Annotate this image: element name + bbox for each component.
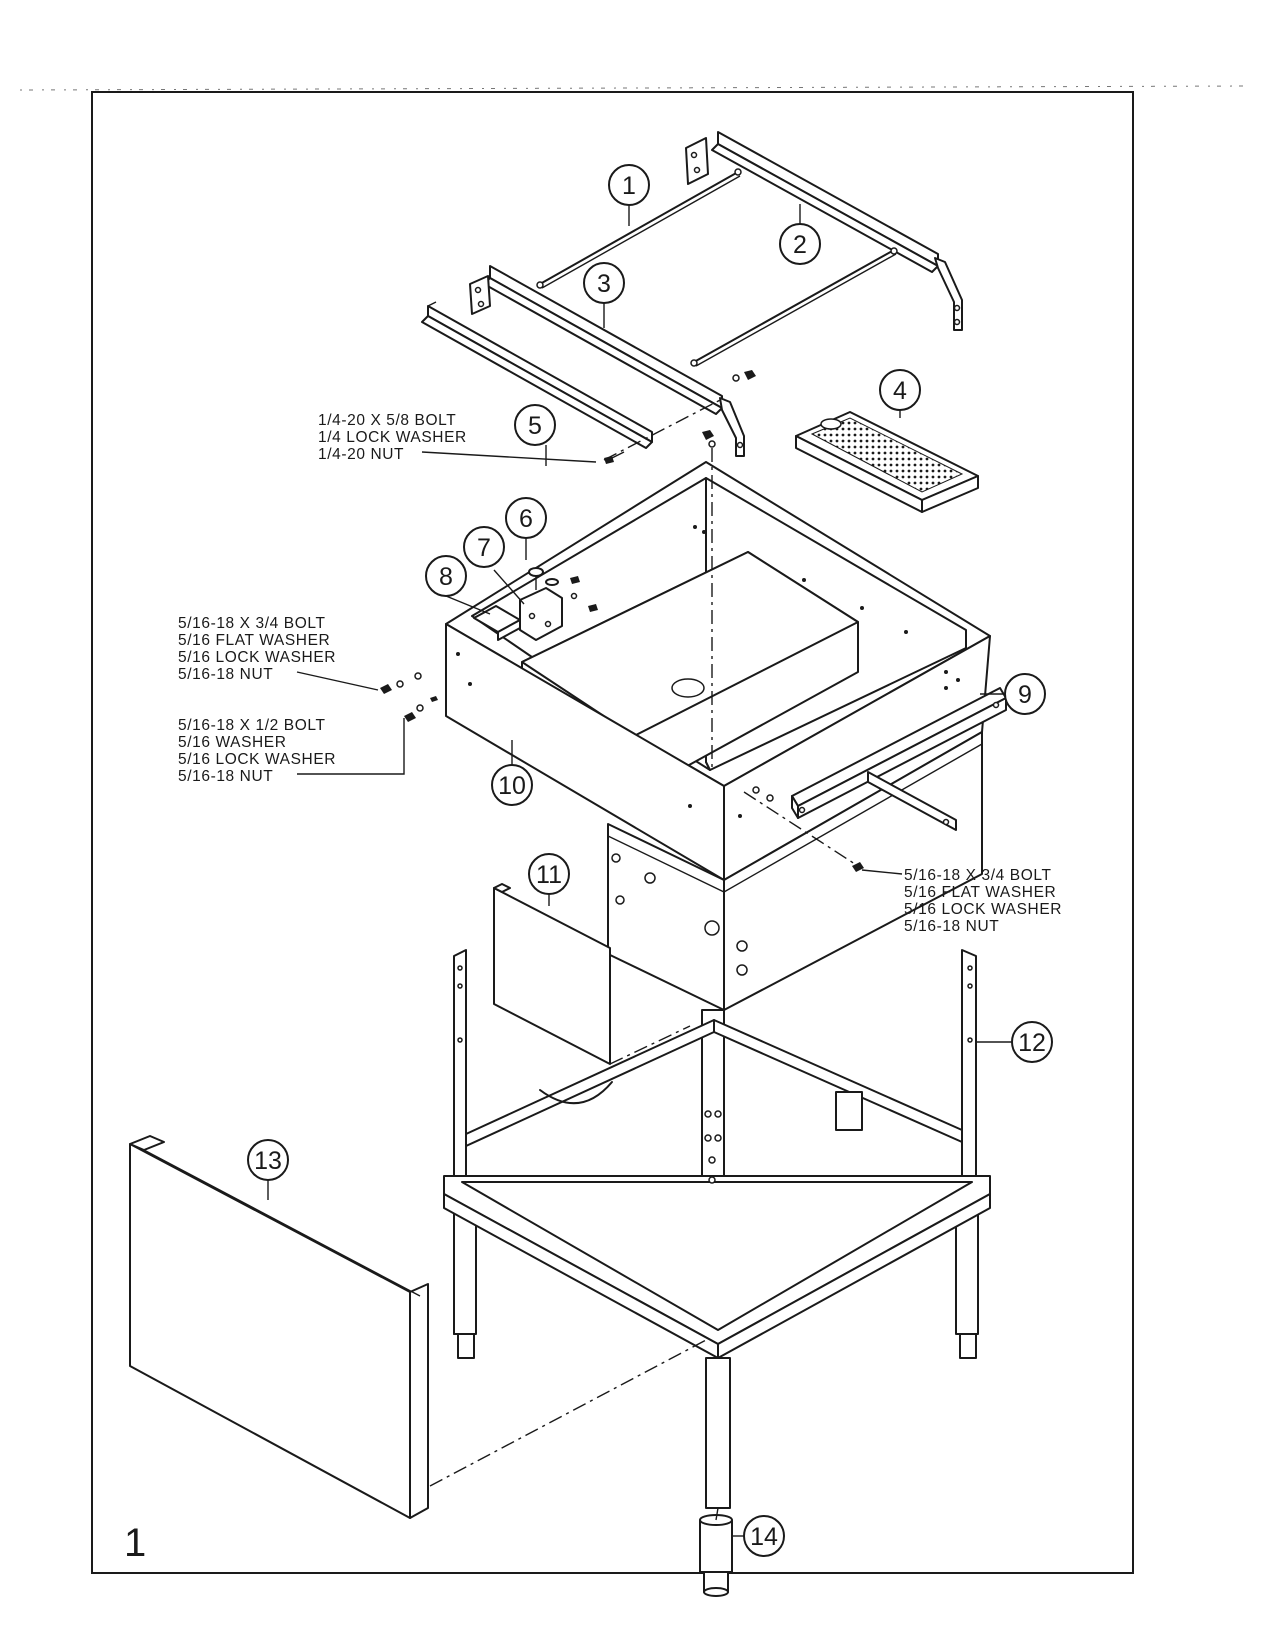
svg-text:5/16 LOCK WASHER: 5/16 LOCK WASHER — [178, 751, 336, 768]
part-4-screen-tray — [795, 411, 979, 513]
svg-text:5/16 WASHER: 5/16 WASHER — [178, 734, 287, 751]
part-2-rear-rail — [685, 131, 963, 331]
balloon-5: 5 — [514, 404, 556, 446]
svg-text:5/16-18 X 1/2 BOLT: 5/16-18 X 1/2 BOLT — [178, 717, 326, 734]
svg-text:8: 8 — [439, 563, 453, 591]
part-5-front-angle — [421, 301, 653, 449]
balloon-14: 14 — [743, 1515, 785, 1557]
part-1-cross-rods — [536, 168, 898, 367]
leaders — [267, 204, 1012, 1537]
balloon-12: 12 — [1011, 1021, 1053, 1063]
svg-text:1/4-20 NUT: 1/4-20 NUT — [318, 446, 404, 463]
svg-text:3: 3 — [597, 270, 611, 298]
svg-text:5/16 FLAT WASHER: 5/16 FLAT WASHER — [904, 884, 1056, 901]
svg-text:5/16 FLAT WASHER: 5/16 FLAT WASHER — [178, 632, 330, 649]
balloon-4: 4 — [879, 369, 921, 411]
svg-text:5/16 LOCK WASHER: 5/16 LOCK WASHER — [904, 901, 1062, 918]
svg-text:10: 10 — [498, 772, 526, 800]
balloon-7: 7 — [463, 526, 505, 568]
note-left-hardware-a: 5/16-18 X 3/4 BOLT 5/16 FLAT WASHER 5/16… — [178, 615, 336, 683]
svg-text:2: 2 — [793, 231, 807, 259]
part-11-side-panel — [493, 883, 611, 1065]
note-top-hardware: 1/4-20 X 5/8 BOLT 1/4 LOCK WASHER 1/4-20… — [318, 412, 467, 463]
balloon-2: 2 — [779, 223, 821, 265]
svg-text:11: 11 — [536, 861, 562, 889]
part-12-stand-frame — [443, 949, 991, 1509]
svg-text:5/16-18 NUT: 5/16-18 NUT — [178, 768, 273, 785]
part-13-front-panel — [129, 1135, 429, 1519]
svg-text:13: 13 — [254, 1147, 282, 1175]
balloon-3: 3 — [583, 262, 625, 304]
page-number: 1 — [124, 1521, 146, 1565]
note-left-hardware-b: 5/16-18 X 1/2 BOLT 5/16 WASHER 5/16 LOCK… — [178, 717, 336, 785]
part-3-front-rail — [469, 265, 745, 457]
balloon-13: 13 — [247, 1139, 289, 1181]
svg-text:7: 7 — [477, 534, 491, 562]
svg-text:1: 1 — [622, 172, 636, 200]
part-14-foot — [699, 1514, 733, 1597]
svg-text:4: 4 — [893, 377, 907, 405]
svg-text:1/4 LOCK WASHER: 1/4 LOCK WASHER — [318, 429, 467, 446]
svg-text:6: 6 — [519, 505, 533, 533]
part-6-knob — [528, 567, 598, 612]
svg-text:1/4-20 X 5/8 BOLT: 1/4-20 X 5/8 BOLT — [318, 412, 456, 429]
balloon-6: 6 — [505, 497, 547, 539]
drawing-border — [91, 91, 1134, 1574]
svg-text:5/16-18 NUT: 5/16-18 NUT — [904, 918, 999, 935]
balloon-10: 10 — [491, 764, 533, 806]
balloon-8: 8 — [425, 555, 467, 597]
right-hardware-group — [752, 786, 864, 872]
svg-text:12: 12 — [1018, 1029, 1046, 1057]
scan-artifacts — [19, 85, 1251, 91]
assembly-lines — [429, 397, 859, 1521]
left-hardware-group — [380, 672, 438, 722]
svg-text:5/16-18 NUT: 5/16-18 NUT — [178, 666, 273, 683]
svg-text:5/16-18 X 3/4 BOLT: 5/16-18 X 3/4 BOLT — [904, 867, 1052, 884]
svg-text:5: 5 — [528, 412, 542, 440]
part-7-bracket — [519, 587, 563, 641]
svg-text:14: 14 — [750, 1523, 778, 1551]
note-right-hardware: 5/16-18 X 3/4 BOLT 5/16 FLAT WASHER 5/16… — [904, 867, 1062, 935]
balloon-9: 9 — [1004, 673, 1046, 715]
part-9-side-angle — [791, 687, 1007, 831]
balloon-11: 11 — [528, 853, 570, 895]
svg-text:9: 9 — [1018, 681, 1032, 709]
svg-text:5/16-18 X 3/4 BOLT: 5/16-18 X 3/4 BOLT — [178, 615, 326, 632]
balloon-1: 1 — [608, 164, 650, 206]
svg-text:5/16 LOCK WASHER: 5/16 LOCK WASHER — [178, 649, 336, 666]
